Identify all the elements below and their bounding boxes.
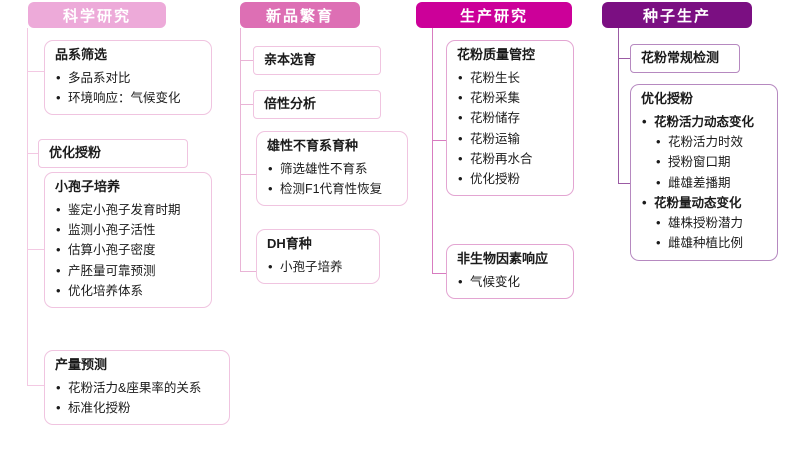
connector-stub-col4-card1	[618, 58, 630, 59]
card-bullet-list: 花粉活力动态变化 花粉活力时效 授粉窗口期 雌雄差播期 花粉量动态变化 雄株授粉…	[641, 111, 769, 254]
connector-trunk-col1	[27, 28, 28, 385]
list-item: 优化培养体系	[55, 280, 203, 301]
list-item: 花粉生长	[457, 67, 565, 88]
sub-list-item: 花粉活力时效	[654, 131, 769, 152]
connector-stub-col3-card1	[432, 140, 446, 141]
column-header-scientific-research[interactable]: 科学研究	[28, 2, 166, 28]
list-item: 花粉采集	[457, 87, 565, 108]
list-item-group: 花粉活力动态变化 花粉活力时效 授粉窗口期 雌雄差播期	[641, 111, 769, 193]
connector-trunk-col3	[432, 28, 433, 273]
list-item: 检测F1代育性恢复	[267, 178, 399, 199]
card-title: DH育种	[267, 236, 312, 251]
list-item: 花粉活力&座果率的关系	[55, 377, 221, 398]
card-title: 优化授粉	[49, 145, 102, 160]
card-title: 亲本选育	[264, 52, 317, 67]
card-huafen-changgui-jiance[interactable]: 花粉常规检测	[630, 44, 740, 73]
sub-list-item: 雄株授粉潜力	[654, 212, 769, 233]
list-item: 优化授粉	[457, 168, 565, 189]
card-bullet-list: 花粉活力&座果率的关系 标准化授粉	[55, 377, 221, 419]
card-feishengwu-yinsu[interactable]: 非生物因素响应 气候变化	[446, 244, 574, 300]
card-youhua-shoufen-seed[interactable]: 优化授粉 花粉活力动态变化 花粉活力时效 授粉窗口期 雌雄差播期 花粉量动态变化…	[630, 84, 778, 261]
card-xiongxing-buyuxi[interactable]: 雄性不育系育种 筛选雄性不育系 检测F1代育性恢复	[256, 131, 408, 207]
card-huafen-zhiliang-guankong[interactable]: 花粉质量管控 花粉生长 花粉采集 花粉储存 花粉运输 花粉再水合 优化授粉	[446, 40, 574, 197]
connector-stub-col3-card2	[432, 273, 446, 274]
list-item: 花粉储存	[457, 107, 565, 128]
card-title: 品系筛选	[55, 47, 108, 62]
card-title: 花粉质量管控	[457, 47, 536, 62]
group-label: 花粉量动态变化	[654, 195, 742, 210]
card-title: 非生物因素响应	[457, 251, 549, 266]
list-item: 估算小孢子密度	[55, 239, 203, 260]
list-item-group: 花粉量动态变化 雄株授粉潜力 雌雄种植比例	[641, 192, 769, 254]
card-title: 小孢子培养	[55, 179, 121, 194]
list-item: 标准化授粉	[55, 397, 221, 418]
sub-bullet-list: 花粉活力时效 授粉窗口期 雌雄差播期	[654, 131, 769, 193]
card-title: 优化授粉	[641, 91, 694, 106]
card-title: 产量预测	[55, 357, 108, 372]
list-item: 花粉运输	[457, 128, 565, 149]
connector-trunk-col2	[240, 28, 241, 271]
sub-list-item: 授粉窗口期	[654, 151, 769, 172]
connector-stub-col1-card1	[27, 71, 44, 72]
card-beixing-fenxi[interactable]: 倍性分析	[253, 90, 381, 119]
list-item: 气候变化	[457, 271, 565, 292]
column-header-new-variety-breeding[interactable]: 新品繁育	[240, 2, 360, 28]
list-item: 产胚量可靠预测	[55, 260, 203, 281]
sub-bullet-list: 雄株授粉潜力 雌雄种植比例	[654, 212, 769, 254]
card-bullet-list: 鉴定小孢子发育时期 监测小孢子活性 估算小孢子密度 产胚量可靠预测 优化培养体系	[55, 199, 203, 301]
card-bullet-list: 小孢子培养	[267, 256, 371, 277]
connector-stub-col1-card3	[27, 249, 44, 250]
card-dh-yuzhong[interactable]: DH育种 小孢子培养	[256, 229, 380, 285]
card-chanliang-yuce[interactable]: 产量预测 花粉活力&座果率的关系 标准化授粉	[44, 350, 230, 426]
list-item: 鉴定小孢子发育时期	[55, 199, 203, 220]
list-item: 小孢子培养	[267, 256, 371, 277]
connector-stub-col2-card2	[240, 104, 253, 105]
connector-stub-col2-card4	[240, 271, 256, 272]
list-item: 多品系对比	[55, 67, 203, 88]
list-item: 环境响应：气候变化	[55, 87, 203, 108]
card-title: 花粉常规检测	[641, 50, 720, 65]
connector-stub-col2-card3	[240, 174, 256, 175]
card-pinxi-shaixuan[interactable]: 品系筛选 多品系对比 环境响应：气候变化	[44, 40, 212, 116]
sub-list-item: 雌雄种植比例	[654, 232, 769, 253]
card-bullet-list: 筛选雄性不育系 检测F1代育性恢复	[267, 158, 399, 200]
connector-trunk-col4	[618, 28, 619, 183]
list-item: 花粉再水合	[457, 148, 565, 169]
card-qinben-xuanyu[interactable]: 亲本选育	[253, 46, 381, 75]
connector-stub-col2-card1	[240, 60, 253, 61]
card-title: 倍性分析	[264, 96, 317, 111]
connector-stub-col1-card4	[27, 385, 44, 386]
card-bullet-list: 气候变化	[457, 271, 565, 292]
group-label: 花粉活力动态变化	[654, 114, 755, 129]
column-header-production-research[interactable]: 生产研究	[416, 2, 572, 28]
list-item: 监测小孢子活性	[55, 219, 203, 240]
list-item: 筛选雄性不育系	[267, 158, 399, 179]
connector-stub-col4-card2	[618, 183, 630, 184]
connector-stub-col1-card2	[27, 153, 38, 154]
card-bullet-list: 多品系对比 环境响应：气候变化	[55, 67, 203, 109]
card-bullet-list: 花粉生长 花粉采集 花粉储存 花粉运输 花粉再水合 优化授粉	[457, 67, 565, 190]
card-xiaobaozi-peiyang[interactable]: 小孢子培养 鉴定小孢子发育时期 监测小孢子活性 估算小孢子密度 产胚量可靠预测 …	[44, 172, 212, 309]
sub-list-item: 雌雄差播期	[654, 172, 769, 193]
card-title: 雄性不育系育种	[267, 138, 359, 153]
column-header-seed-production[interactable]: 种子生产	[602, 2, 752, 28]
card-youhua-shoufen[interactable]: 优化授粉	[38, 139, 188, 168]
